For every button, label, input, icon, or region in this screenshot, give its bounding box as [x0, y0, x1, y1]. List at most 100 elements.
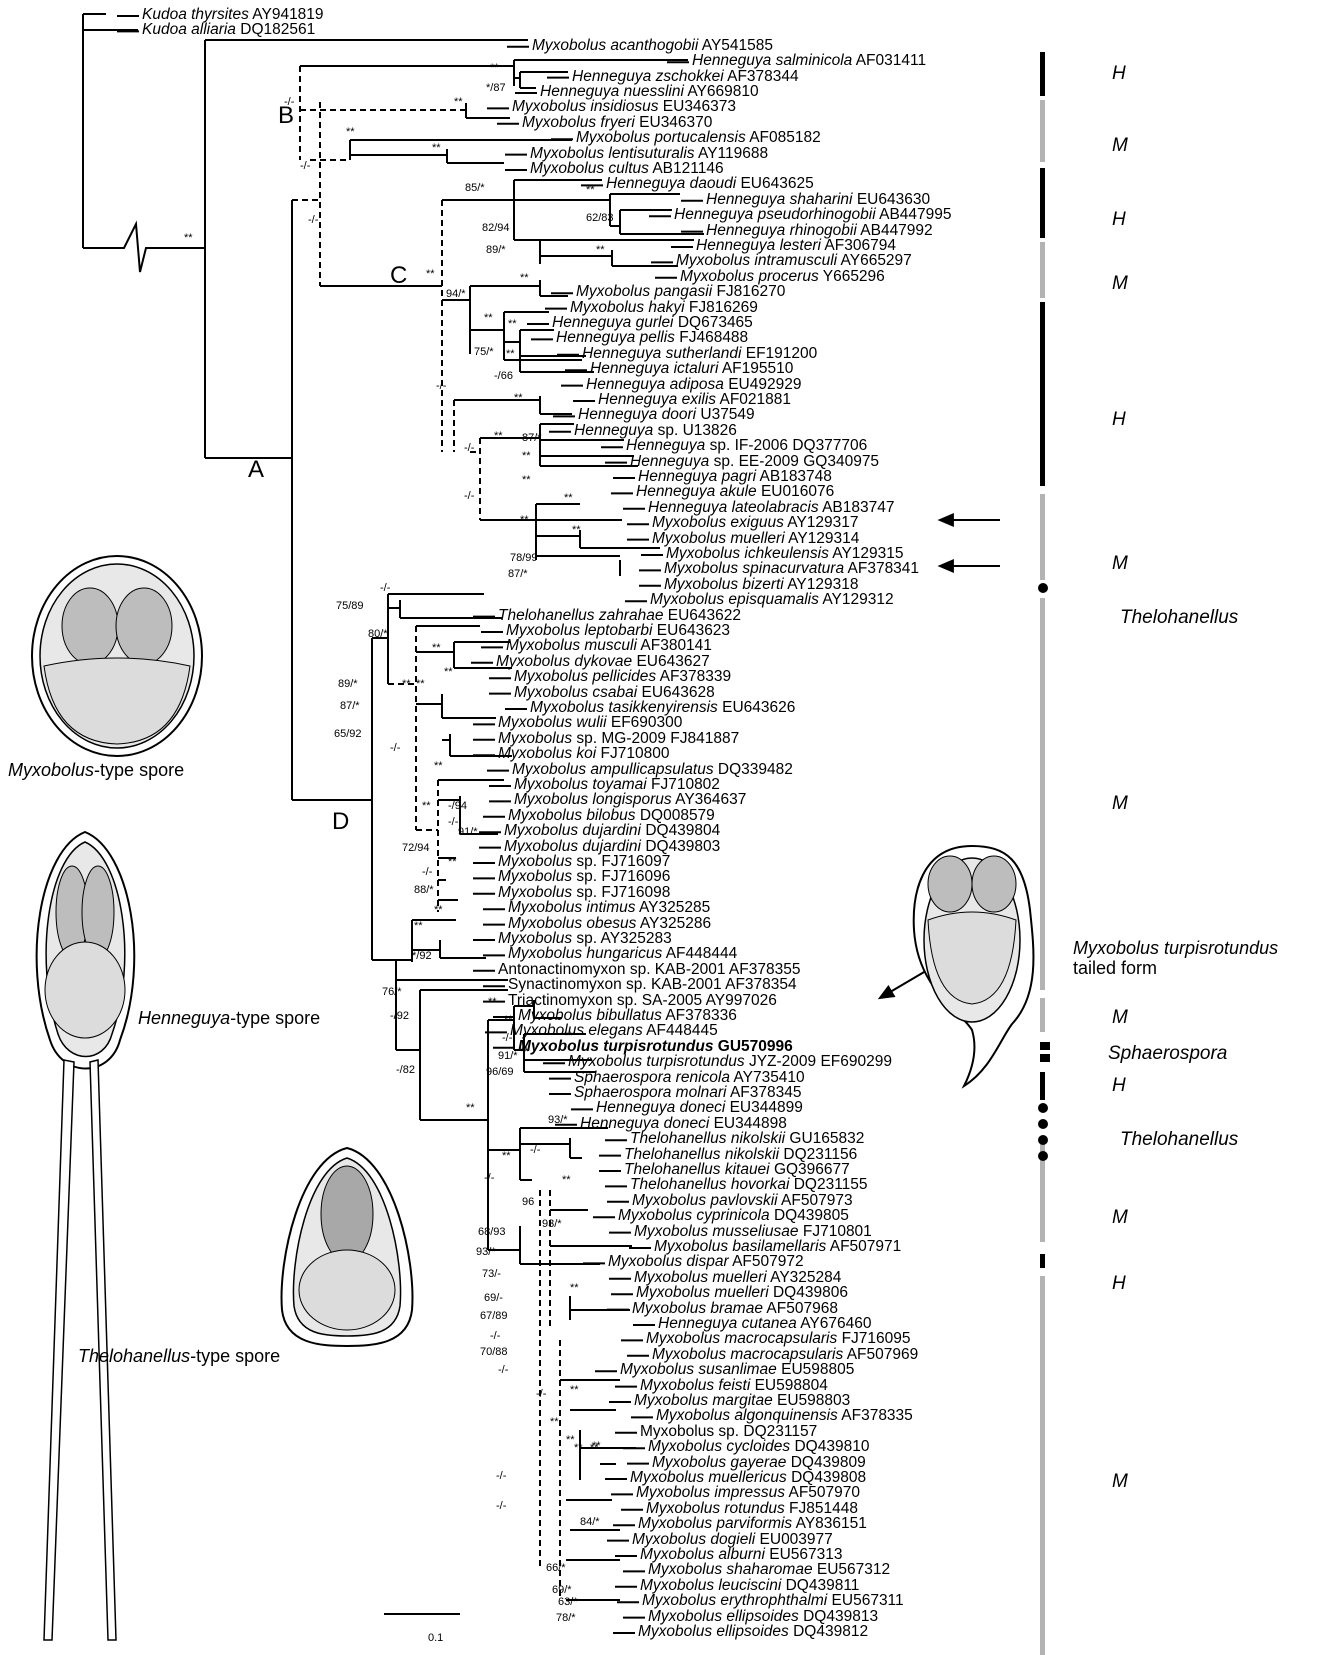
bootstrap-support: ** — [494, 430, 503, 442]
highlight-arrow-head — [940, 515, 953, 526]
bootstrap-support: 65/92 — [334, 728, 362, 740]
bootstrap-support: -/94 — [448, 800, 467, 812]
bootstrap-support: -/- — [390, 742, 400, 754]
group-label-m: M — [1112, 1208, 1128, 1228]
bootstrap-support: -/- — [490, 1330, 500, 1342]
bootstrap-support: ** — [564, 492, 573, 504]
thelohanellus-marker — [1038, 1151, 1048, 1161]
bootstrap-support: 87/* — [508, 568, 528, 580]
bootstrap-support: -/- — [530, 1144, 540, 1156]
bootstrap-support: -/- — [536, 1388, 546, 1400]
henneguya-tail — [44, 1060, 74, 1640]
bootstrap-support: ** — [586, 184, 595, 196]
group-label-h: H — [1112, 1076, 1126, 1096]
h-group-bar — [1040, 1072, 1045, 1100]
group-label-h: H — [1112, 1274, 1126, 1294]
bootstrap-support: ** — [432, 142, 441, 154]
polar-capsule — [928, 856, 972, 912]
bootstrap-support: ** — [184, 232, 193, 244]
bootstrap-support: 75/89 — [336, 600, 364, 612]
bootstrap-support: 67/89 — [480, 1310, 508, 1322]
bootstrap-support: ** — [564, 1030, 573, 1042]
bootstrap-support: -/82 — [396, 1064, 415, 1076]
thelohanellus-marker — [1038, 583, 1048, 593]
bootstrap-support: 66/* — [546, 1562, 566, 1574]
bootstrap-support: -/- — [448, 816, 458, 828]
bootstrap-support: -/- — [496, 1470, 506, 1482]
group-label-m: M — [1112, 136, 1128, 156]
myxobolus-spore-caption: Myxobolus-type spore — [8, 760, 184, 780]
clade-label-b: B — [278, 104, 294, 128]
bootstrap-support: ** — [416, 678, 425, 690]
polar-capsule — [972, 856, 1016, 912]
bootstrap-support: ** — [448, 856, 457, 868]
m-group-bar — [1040, 1276, 1045, 1655]
bootstrap-support: ** — [432, 642, 441, 654]
group-label-m: M — [1112, 554, 1128, 574]
group-label-thelohanellus: Thelohanellus — [1120, 1130, 1238, 1150]
h-group-bar — [1040, 1254, 1045, 1268]
bootstrap-support: ** — [434, 904, 443, 916]
bootstrap-support: -/66 — [494, 370, 513, 382]
bootstrap-support: 94/* — [446, 288, 466, 300]
bootstrap-support: ** — [502, 1150, 511, 1162]
polar-capsule — [62, 588, 118, 664]
group-label-thelohanellus: Thelohanellus — [1120, 608, 1238, 628]
bootstrap-support: 78/* — [556, 1612, 576, 1624]
bootstrap-support: 87/* — [340, 700, 360, 712]
taxon-label: Kudoa alliaria DQ182561 — [142, 22, 315, 38]
bootstrap-support: 72/94 — [402, 842, 430, 854]
bootstrap-support: 96/69 — [486, 1066, 514, 1078]
m-group-bar — [1040, 998, 1045, 1032]
bootstrap-support: ** — [346, 126, 355, 138]
bootstrap-support: 89/* — [486, 244, 506, 256]
thelohanellus-marker — [1038, 1119, 1048, 1129]
bootstrap-support: ** — [570, 1282, 579, 1294]
bootstrap-support: 62/83 — [586, 212, 614, 224]
bootstrap-support: 89/* — [338, 678, 358, 690]
bootstrap-support: ** — [550, 1416, 559, 1428]
bootstrap-support: ** — [490, 62, 499, 74]
m-group-bar — [1040, 100, 1045, 162]
bootstrap-support: ** — [466, 1102, 475, 1114]
sphaerospora-marker — [1040, 1054, 1050, 1062]
bootstrap-support: -/- — [308, 214, 318, 226]
bootstrap-support: -/- — [436, 380, 446, 392]
bootstrap-support: -/92 — [390, 1010, 409, 1022]
bootstrap-support: 82/94 — [482, 222, 510, 234]
bootstrap-support: -/- — [300, 160, 310, 172]
bootstrap-support: ** — [596, 244, 605, 256]
sporoplasm — [299, 1250, 395, 1330]
clade-label-d: D — [332, 810, 349, 834]
bootstrap-support: */92 — [412, 950, 432, 962]
bootstrap-support: ** — [562, 1174, 571, 1186]
bootstrap-support: 85/* — [465, 182, 485, 194]
bootstrap-support: 75/* — [474, 346, 494, 358]
bootstrap-support: 68/93 — [478, 1226, 506, 1238]
sporoplasm — [45, 942, 125, 1038]
bootstrap-support: -/- — [496, 1500, 506, 1512]
bootstrap-support: ** — [454, 96, 463, 108]
group-label-h: H — [1112, 410, 1126, 430]
highlight-arrow-head — [940, 561, 953, 572]
bootstrap-support: 70/88 — [480, 1346, 508, 1358]
bootstrap-support: ** — [520, 1046, 529, 1058]
bootstrap-support: ** — [520, 514, 529, 526]
m-group-bar — [1040, 242, 1045, 298]
bootstrap-support: 73/- — [482, 1268, 501, 1280]
bootstrap-support: 93/* — [542, 1218, 562, 1230]
bootstrap-support: -/- — [502, 1032, 512, 1044]
bootstrap-support: -/- — [484, 1172, 494, 1184]
polar-capsule — [116, 588, 172, 664]
thelohanellus-spore-caption: Thelohanellus-type spore — [78, 1346, 280, 1366]
group-label-m: M — [1112, 1472, 1128, 1492]
bootstrap-support: ** — [488, 996, 497, 1008]
thelohanellus-marker — [1038, 1103, 1048, 1113]
bootstrap-support: 91/* — [458, 826, 478, 838]
highlight-arrow-head — [880, 987, 894, 998]
bootstrap-support: ** — [434, 760, 443, 772]
bootstrap-support: -/- — [498, 1364, 508, 1376]
bootstrap-support: 93/* — [476, 1246, 496, 1258]
bootstrap-support: ** — [414, 920, 423, 932]
bootstrap-support: ** — [504, 1014, 513, 1026]
